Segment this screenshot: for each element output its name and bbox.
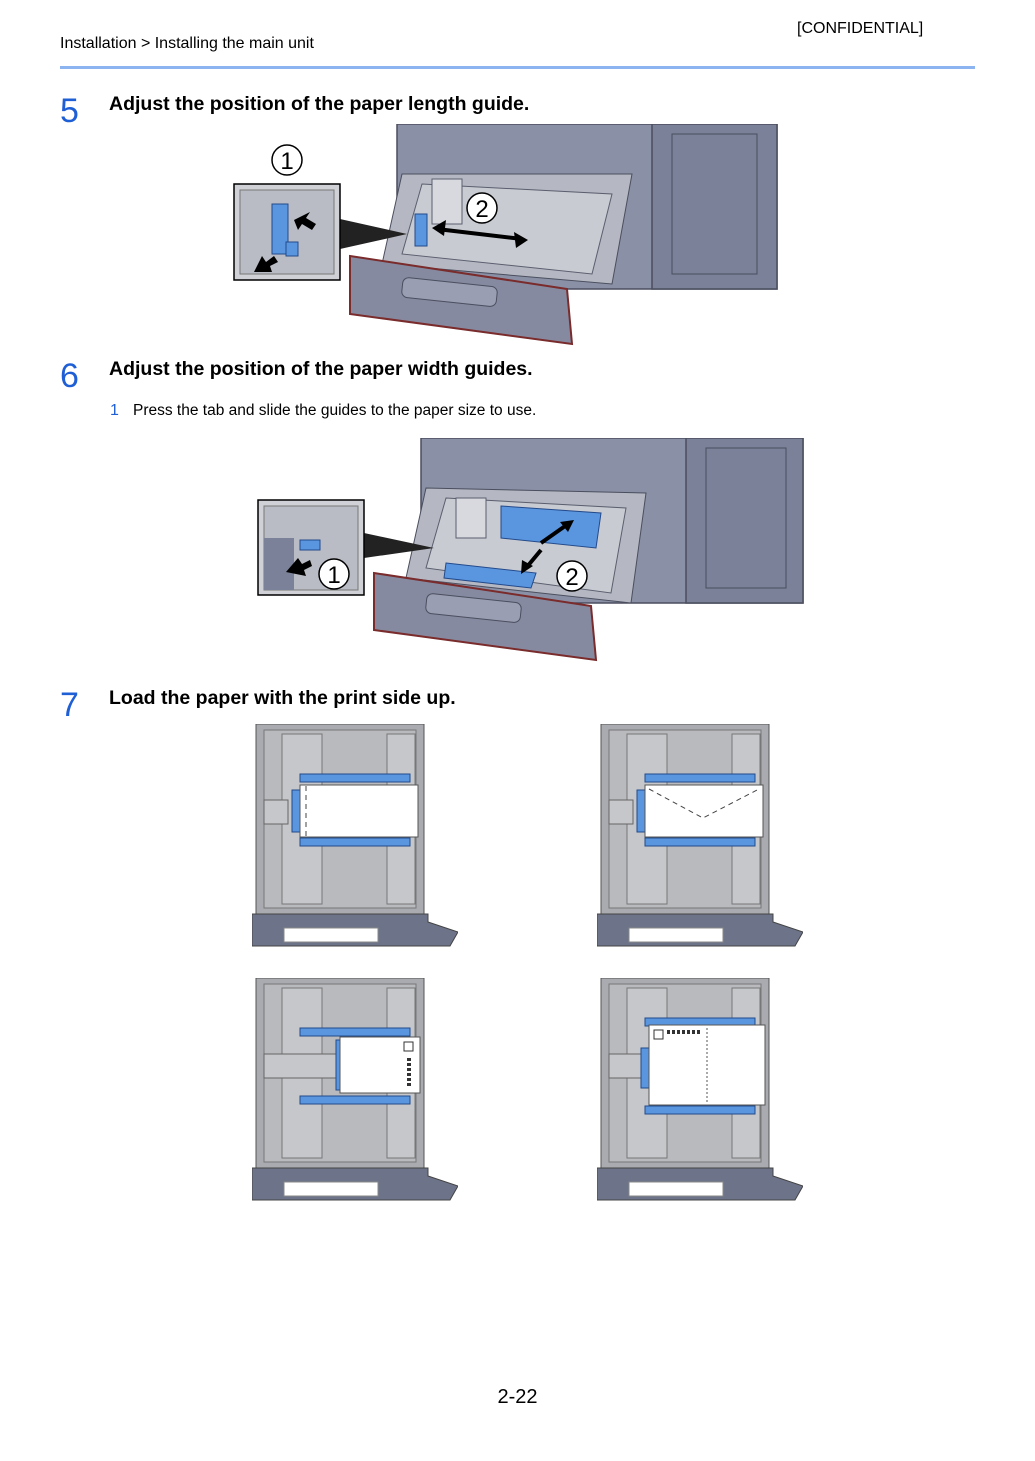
step-6-number: 6 <box>60 357 79 395</box>
step-6-callout-2-label: 2 <box>565 564 578 591</box>
breadcrumb: Installation > Installing the main unit <box>60 35 314 52</box>
step-6-title: Adjust the position of the paper width g… <box>109 358 533 380</box>
tray-envelope-flap-top <box>597 724 803 947</box>
step-6-callout-2 <box>556 560 588 592</box>
page-number: 2-22 <box>497 1386 538 1408</box>
step-5-callout-2-label: 2 <box>475 196 488 223</box>
tray-postcard-landscape <box>597 978 803 1201</box>
step-5-illustration: 2 1 <box>233 124 778 346</box>
step-5-title: Adjust the position of the paper length … <box>109 93 530 115</box>
step-5-callout-1-label: 1 <box>280 148 293 175</box>
header-rule <box>60 66 975 69</box>
step-6-substep-1-text: Press the tab and slide the guides to th… <box>133 402 537 419</box>
step-6-callout-1 <box>318 558 350 590</box>
step-7-number: 7 <box>60 686 79 724</box>
step-6-callout-1-label: 1 <box>327 562 340 589</box>
step-6-substep-1-number: 1 <box>110 402 119 419</box>
confidential-label: [CONFIDENTIAL] <box>797 20 924 37</box>
step-6-illustration: 2 1 <box>257 438 804 662</box>
step-5-callout-2 <box>466 192 498 224</box>
step-5-callout-1 <box>271 144 303 176</box>
step-5-number: 5 <box>60 92 79 130</box>
tray-envelope-flap-left <box>252 724 458 947</box>
tray-postcard-portrait <box>252 978 458 1201</box>
step-7-title: Load the paper with the print side up. <box>109 687 456 709</box>
